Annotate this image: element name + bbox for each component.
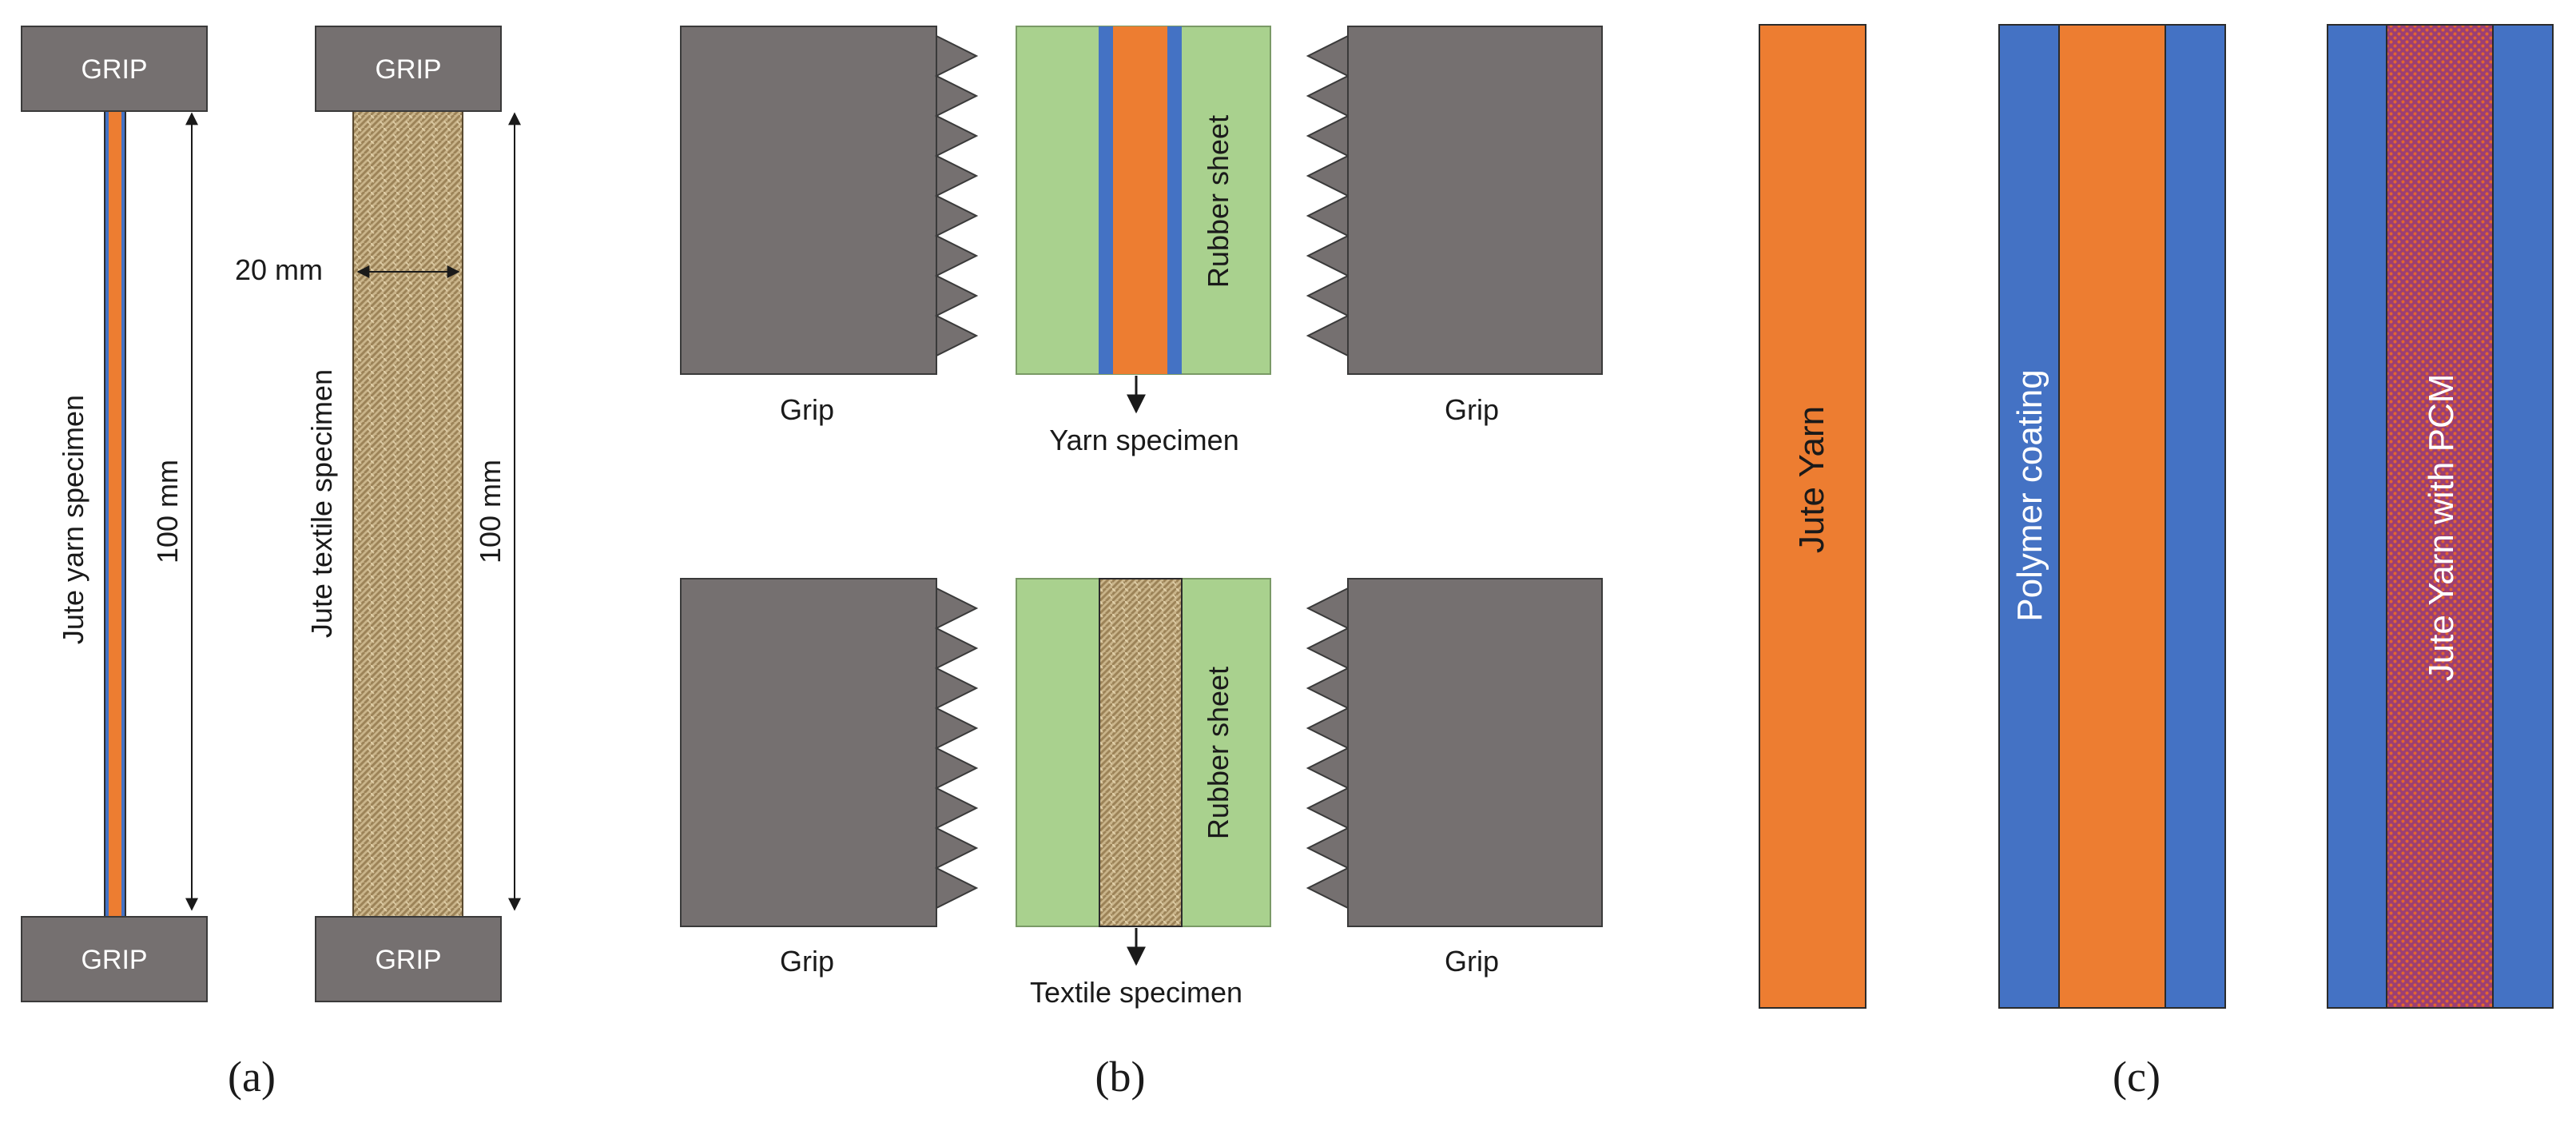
- yarn-specimen-setup: GRIP GRIP Jute yarn specimen 100 mm: [21, 26, 208, 1002]
- textile-width-label: 20 mm: [235, 253, 323, 286]
- grip-bottom-textile: [315, 916, 502, 1002]
- grip-teeth-left-top: [934, 34, 979, 357]
- grip-bottom-yarn-label: GRIP: [81, 945, 147, 975]
- yarn-specimen-label-b: Yarn specimen: [1049, 424, 1238, 456]
- grip-right-top-label: Grip: [1445, 393, 1499, 426]
- textile-specimen-label: Jute textile specimen: [305, 369, 338, 638]
- grip-top-yarn-label: GRIP: [81, 54, 147, 85]
- grip-top-textile-label: GRIP: [375, 54, 441, 85]
- grip-top-yarn: [21, 26, 208, 112]
- jute-yarn-label: Jute Yarn: [1792, 406, 1831, 553]
- jute-yarn-sample: Jute Yarn: [1759, 24, 1866, 1009]
- grip-left-bottom: [680, 578, 937, 927]
- coated-yarn-sample: Polymer coating: [1998, 24, 2226, 1009]
- caption-c: (c): [2113, 1053, 2161, 1101]
- grip-bottom-textile-label: GRIP: [375, 945, 441, 975]
- panel-c: Jute Yarn Polymer coating Jute Yarn with…: [1759, 24, 2554, 1101]
- caption-a: (a): [228, 1053, 276, 1101]
- grip-right-bottom-label: Grip: [1445, 945, 1499, 978]
- grip-left-top: [680, 26, 937, 375]
- yarn-specimen-label: Jute yarn specimen: [57, 395, 89, 644]
- panel-a: GRIP GRIP Jute yarn specimen 100 mm GRIP…: [21, 26, 521, 1101]
- yarn-clamp-setup: Rubber sheet Grip Grip Yarn specimen: [680, 26, 1603, 456]
- pcm-yarn-sample: Jute Yarn with PCM: [2327, 24, 2554, 1009]
- grip-teeth-left-bottom: [934, 587, 979, 910]
- grip-bottom-yarn: [21, 916, 208, 1002]
- textile-specimen-setup: GRIP GRIP Jute textile specimen 20 mm 10…: [235, 26, 521, 1002]
- grip-teeth-right-top: [1306, 34, 1350, 357]
- coated-yarn-core: [2058, 24, 2166, 1009]
- yarn-core-strip: [109, 109, 121, 918]
- textile-strip-bottom: [1099, 578, 1183, 927]
- yarn-strip-top: [1113, 26, 1167, 374]
- textile-length-label: 100 mm: [474, 460, 507, 563]
- grip-left-bottom-label: Grip: [780, 945, 834, 978]
- caption-b: (b): [1095, 1053, 1146, 1101]
- polymer-coating-label: Polymer coating: [2010, 369, 2049, 621]
- textile-clamp-setup: Rubber sheet Grip Grip Textile specimen: [680, 578, 1603, 1009]
- rubber-sheet-label-top: Rubber sheet: [1202, 115, 1234, 288]
- grip-left-top-label: Grip: [780, 393, 834, 426]
- rubber-sheet-label-bottom: Rubber sheet: [1202, 667, 1234, 839]
- pcm-yarn-label: Jute Yarn with PCM: [2422, 374, 2461, 682]
- jute-yarn-bar: [1759, 24, 1866, 1009]
- grip-right-top: [1347, 26, 1603, 375]
- grip-teeth-right-bottom: [1306, 587, 1350, 910]
- panel-b: Rubber sheet Grip Grip Yarn specimen Rub…: [680, 26, 1603, 1101]
- pcm-yarn-core: [2386, 24, 2494, 1009]
- textile-specimen-label-b: Textile specimen: [1030, 976, 1242, 1009]
- grip-top-textile: [315, 26, 502, 112]
- textile-specimen-strip: [352, 108, 463, 918]
- grip-right-bottom: [1347, 578, 1603, 927]
- yarn-length-label: 100 mm: [151, 460, 184, 563]
